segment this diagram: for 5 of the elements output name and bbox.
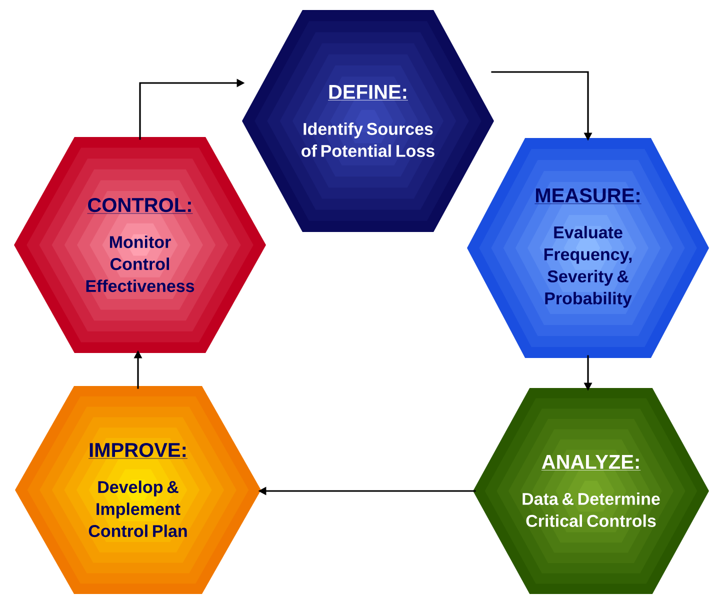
hexagon-box: IMPROVE: Develop & Implement Control Plan [15,386,261,594]
hexagon-box: ANALYZE: Data & Determine Critical Controls [473,388,709,594]
hexagon-box: DEFINE: Identify Sources of Potential Loss [242,10,494,232]
hexagon-box: MEASURE: Evaluate Frequency, Severity & Probability [467,138,709,358]
hexagon-box: CONTROL: Monitor Control Effectiveness [14,137,266,353]
